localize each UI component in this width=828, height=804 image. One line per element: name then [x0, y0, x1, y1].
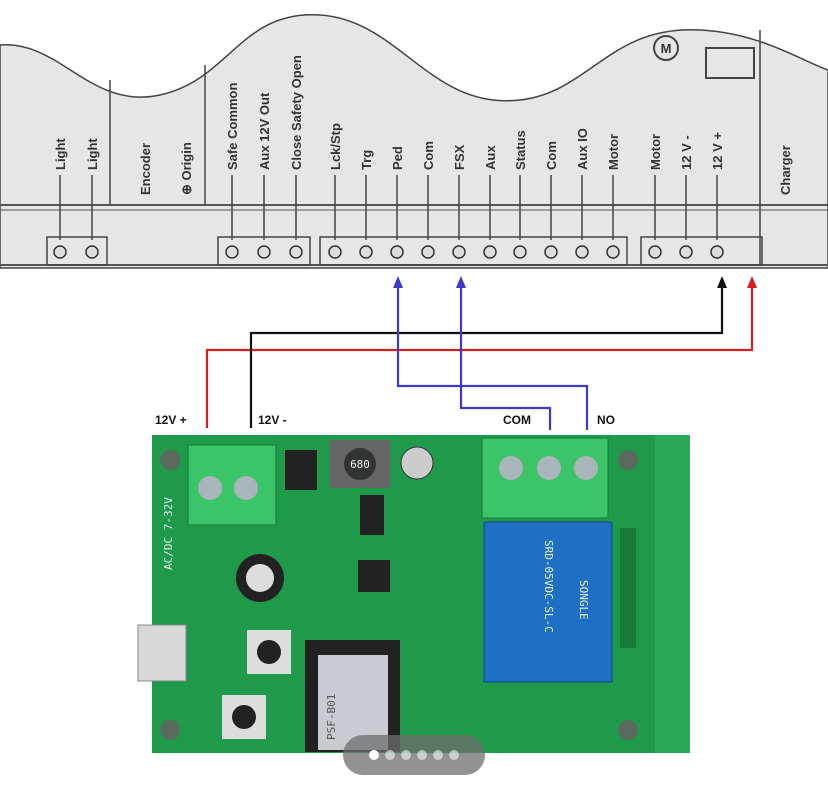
- chip: [285, 450, 317, 490]
- terminal-label: Light: [85, 138, 100, 170]
- capacitor-small: [400, 446, 434, 480]
- svg-text:M: M: [661, 41, 672, 56]
- terminal-screw: [544, 245, 558, 259]
- terminal-block-power: [640, 236, 763, 266]
- terminal: 12 V +: [710, 132, 725, 259]
- label-12v-minus: 12V -: [258, 413, 287, 427]
- terminal-screw: [648, 245, 662, 259]
- terminal-label: Aux IO: [575, 128, 590, 170]
- origin-label: ⊕ Origin: [179, 142, 194, 195]
- terminal-screw: [513, 245, 527, 259]
- terminal-screw: [483, 245, 497, 259]
- terminal: Light: [53, 138, 68, 259]
- terminal-label: Safe Common: [225, 83, 240, 170]
- terminal-label: Close Safety Open: [289, 55, 304, 170]
- terminal-label: Lck/Stp: [328, 123, 343, 170]
- terminal-label: Status: [513, 130, 528, 170]
- encoder-label: Encoder: [138, 143, 153, 195]
- terminal-label: Motor: [648, 134, 663, 170]
- usb-port: [137, 624, 187, 682]
- terminal-screw: [85, 245, 99, 259]
- terminal-screw: [328, 245, 342, 259]
- chip: [358, 560, 390, 592]
- power-terminal: [187, 444, 277, 526]
- terminal-screw: [710, 245, 724, 259]
- terminal: Lck/Stp: [328, 123, 343, 259]
- wire-blue-com: [459, 285, 552, 430]
- terminal-screw: [289, 245, 303, 259]
- terminal-screw: [421, 245, 435, 259]
- terminal-screw: [257, 245, 271, 259]
- svg-text:SRD-05VDC-SL-C: SRD-05VDC-SL-C: [542, 540, 555, 633]
- terminal-label: Com: [544, 141, 559, 170]
- pin-header: [620, 528, 636, 648]
- label-12v-plus: 12V +: [155, 413, 187, 427]
- svg-text:SONGLE: SONGLE: [577, 580, 590, 620]
- terminal-screw: [606, 245, 620, 259]
- charger-label: Charger: [778, 145, 793, 195]
- terminal-screw: [359, 245, 373, 259]
- wire-blue-no: [396, 285, 589, 430]
- carousel-pager[interactable]: [343, 735, 485, 775]
- wire-black-12v-minus: [249, 285, 724, 428]
- terminal: Ped: [390, 146, 405, 259]
- terminal-label: 12 V -: [679, 135, 694, 170]
- terminal-screw: [225, 245, 239, 259]
- battery-icon: [705, 47, 755, 79]
- relay: SRD-05VDC-SL-C SONGLE: [483, 521, 613, 683]
- terminal: Com: [421, 141, 436, 259]
- pager-dot[interactable]: [417, 750, 427, 760]
- terminal-label: Com: [421, 141, 436, 170]
- wifi-module: PSF-B01: [305, 640, 400, 752]
- terminal-block-light: [46, 236, 108, 266]
- input-voltage-text: AC/DC 7-32V: [162, 497, 175, 570]
- wire-red-12v-plus: [205, 285, 754, 428]
- terminal-screw: [452, 245, 466, 259]
- terminal-label: FSX: [452, 144, 467, 170]
- terminal-screw: [390, 245, 404, 259]
- terminal: FSX: [452, 144, 467, 259]
- terminal-screw: [53, 245, 67, 259]
- relay-board: SRD-05VDC-SL-C SONGLE AC/DC 7-32V 680 PS…: [137, 435, 690, 753]
- pager-dot[interactable]: [385, 750, 395, 760]
- terminal: Status: [513, 130, 528, 259]
- button-bottom: [222, 695, 266, 739]
- motor-icon: M: [653, 35, 679, 61]
- label-com: COM: [503, 413, 531, 427]
- terminal-label: Aux: [483, 145, 498, 170]
- terminal-screw: [679, 245, 693, 259]
- terminal: Aux 12V Out: [257, 92, 272, 259]
- svg-text:PSF-B01: PSF-B01: [325, 694, 338, 740]
- terminal: Motor: [606, 134, 621, 259]
- terminal-label: Motor: [606, 134, 621, 170]
- terminal: Aux: [483, 145, 498, 259]
- terminal: Com: [544, 141, 559, 259]
- svg-text:680: 680: [350, 458, 370, 471]
- terminal-label: Light: [53, 138, 68, 170]
- terminal: Light: [85, 138, 100, 259]
- terminal: Safe Common: [225, 83, 240, 259]
- terminal: 12 V -: [679, 135, 694, 259]
- terminal-label: Ped: [390, 146, 405, 170]
- terminal: Aux IO: [575, 128, 590, 259]
- pager-dot[interactable]: [401, 750, 411, 760]
- terminal: Trg: [359, 150, 374, 259]
- regulator: [360, 495, 384, 535]
- terminal: Motor: [648, 134, 663, 259]
- controller-panel: [0, 14, 828, 269]
- relay-terminal: [481, 437, 609, 519]
- terminal-block-inputs: [319, 236, 628, 266]
- terminal-label: Aux 12V Out: [257, 92, 272, 170]
- terminal-label: Trg: [359, 150, 374, 170]
- label-no: NO: [597, 413, 615, 427]
- terminal-label: 12 V +: [710, 132, 725, 170]
- button-top: [247, 630, 291, 674]
- inductor: 680: [330, 440, 390, 488]
- pager-dot[interactable]: [449, 750, 459, 760]
- pager-dot[interactable]: [369, 750, 379, 760]
- terminal: Close Safety Open: [289, 55, 304, 259]
- pager-dot[interactable]: [433, 750, 443, 760]
- terminal-screw: [575, 245, 589, 259]
